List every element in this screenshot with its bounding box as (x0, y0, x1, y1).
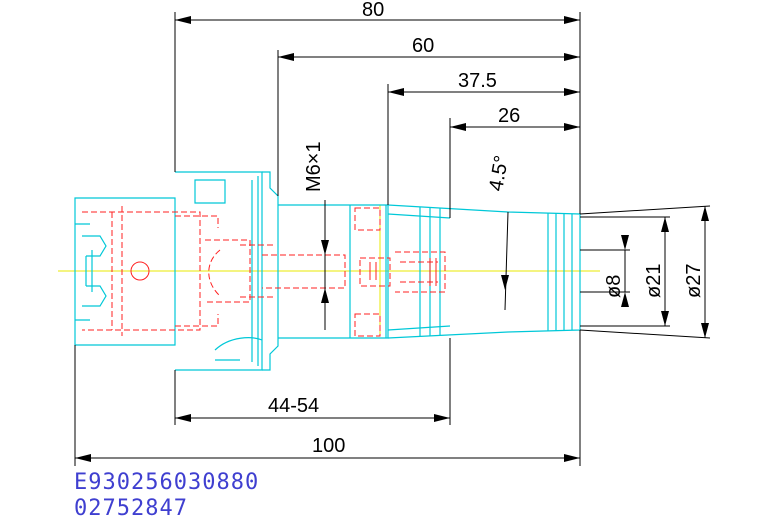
collet-detail (369, 258, 437, 286)
part-code-line-1: E930256030880 (74, 470, 260, 495)
dimension-44-54: 44-54 (268, 395, 319, 417)
thread-label: M6×1 (303, 141, 325, 192)
dimension-60: 60 (412, 35, 434, 57)
diameter-27: ø27 (683, 264, 705, 298)
arrowheads (75, 16, 709, 462)
tool-holder-outline (74, 171, 581, 371)
dimension-80: 80 (362, 0, 384, 21)
centerline (58, 205, 600, 335)
dimension-26: 26 (498, 105, 520, 127)
diameter-21: ø21 (643, 264, 665, 298)
dimension-lines (74, 12, 711, 466)
drive-hole (130, 261, 150, 281)
part-code-line-2: 02752847 (74, 496, 188, 521)
dimension-37-5: 37.5 (458, 70, 497, 92)
hidden-lines (82, 206, 446, 337)
diameter-8: ø8 (603, 275, 625, 298)
angle-label: 4.5° (485, 154, 513, 193)
dimension-100: 100 (312, 435, 345, 457)
